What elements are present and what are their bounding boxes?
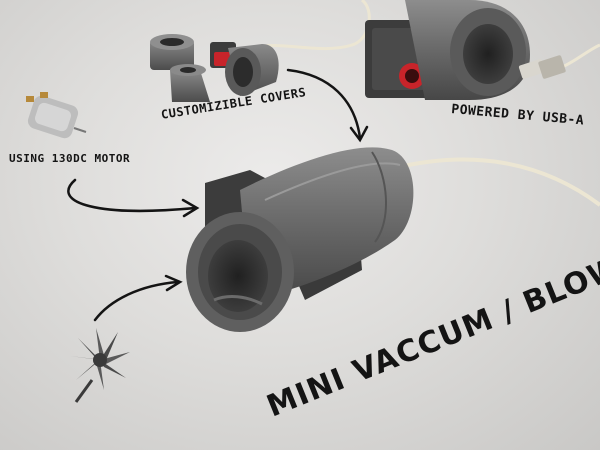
blower-unit-top-right xyxy=(365,0,530,100)
motor-label: USING 130DC MOTOR xyxy=(9,152,131,165)
main-blower xyxy=(186,147,414,332)
dc-motor xyxy=(26,92,87,139)
usb-a-plug xyxy=(518,55,566,79)
annotation-arrows xyxy=(67,68,369,322)
cover-parts xyxy=(150,34,279,102)
usb-cable-top xyxy=(251,0,371,51)
fan-impeller xyxy=(70,328,130,403)
usb-cable-main xyxy=(394,157,600,207)
usb-cable-right xyxy=(559,43,600,70)
